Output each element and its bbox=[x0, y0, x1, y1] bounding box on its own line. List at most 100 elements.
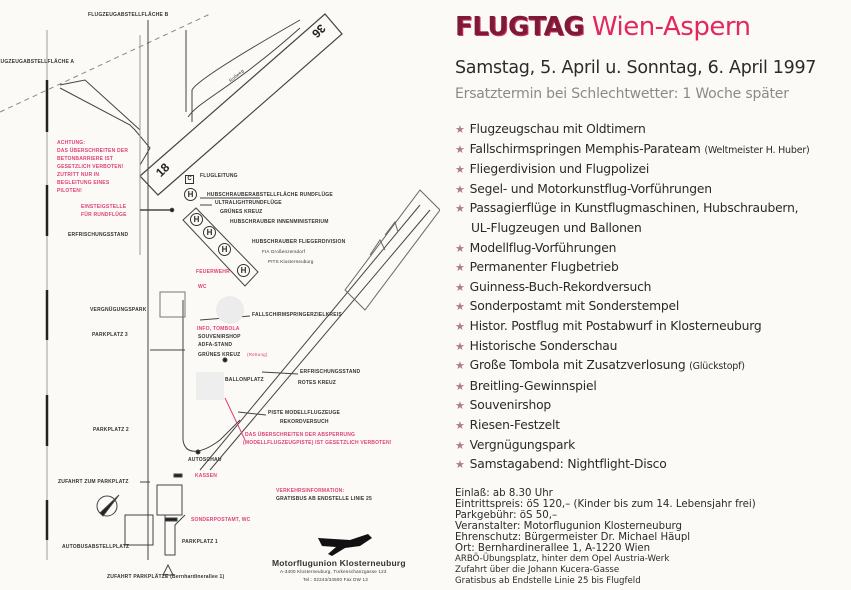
helipad-icon: H bbox=[190, 213, 203, 226]
helipad-icon: H bbox=[237, 264, 250, 277]
program-item-note: (Weltmeister H. Huber) bbox=[704, 144, 810, 156]
star-icon: ★ bbox=[455, 241, 465, 255]
map-label: ERFRISCHUNGSSTAND bbox=[68, 232, 129, 238]
map-label: FÜR RUNDFLÜGE bbox=[81, 212, 127, 218]
event-dates: Samstag, 5. April u. Sonntag, 6. April 1… bbox=[455, 58, 817, 78]
map-label: ZUFAHRT ZUM PARKPLATZ bbox=[58, 479, 129, 485]
program-item-text: Große Tombola mit Zusatzverlosung bbox=[469, 358, 686, 373]
map-label: AUTOSCHAU bbox=[188, 457, 222, 463]
star-icon: ★ bbox=[455, 399, 465, 413]
map-label: FALLSCHIRMSPRINGERZIELKREIS bbox=[252, 312, 342, 318]
map-label: VERGNÜGUNGSPARK bbox=[90, 307, 147, 313]
program-item: ★Flugzeugschau mit Oldtimern bbox=[455, 120, 810, 140]
program-item-text: Sonderpostamt mit Sonderstempel bbox=[469, 299, 680, 314]
program-item-text: Samstagabend: Nightflight-Disco bbox=[469, 457, 667, 472]
helipad-icon: H bbox=[218, 243, 231, 256]
logo-name: Motorflugunion Klosterneuburg bbox=[272, 558, 406, 568]
program-item: ★ Samstagabend: Nightflight-Disco bbox=[455, 455, 810, 475]
star-icon: ★ bbox=[455, 300, 465, 314]
map-label: ZUTRITT NUR IN bbox=[57, 172, 100, 178]
star-icon: ★ bbox=[455, 418, 465, 432]
tower-icon: C bbox=[185, 175, 194, 184]
map-label: INFO, TOMBOLA bbox=[197, 326, 240, 332]
star-icon: ★ bbox=[455, 319, 465, 333]
program-item: ★ Guinness-Buch-Rekordversuch bbox=[455, 278, 810, 298]
map-label: ROTES KREUZ bbox=[298, 380, 337, 386]
map-label: DAS ÜBERSCHREITEN DER ABSPERRUNG bbox=[245, 432, 356, 438]
map-label: BALLONPLATZ bbox=[225, 377, 264, 383]
program-item: ★Große Tombola mit Zusatzverlosung (Glüc… bbox=[455, 356, 810, 377]
map-label: FLUGZEUGABSTELLFLÄCHE B bbox=[88, 12, 169, 18]
star-icon: ★ bbox=[455, 359, 465, 373]
logo-address: A-3400 Klosterneuburg, Türkenschanzgasse… bbox=[280, 569, 387, 574]
program-item: ★ Vergnügungspark bbox=[455, 436, 810, 456]
program-item: ★ Passagierflüge in Kunstflugmaschinen, H… bbox=[455, 199, 810, 238]
map-label: PISTE MODELLFLUGZEUGE bbox=[268, 410, 340, 416]
map-label: GRÜNES KREUZ bbox=[198, 352, 241, 358]
map-label: PITS Klosterneuburg bbox=[268, 259, 314, 264]
program-item-text: Segel- und Motorkunstflug-Vorführungen bbox=[469, 181, 712, 196]
map-label: HUBSCHRAUBER FLIEGERDIVISION bbox=[252, 239, 346, 245]
helipad-icon: H bbox=[203, 226, 216, 239]
program-item: ★ Sonderpostamt mit Sonderstempel bbox=[455, 297, 810, 317]
airfield-map: 36 18 H H H H H C FLUGZEUGABSTELLFLÄCHE … bbox=[0, 12, 440, 582]
program-item: ★ Histor. Postflug mit Postabwurf in Klos… bbox=[455, 317, 810, 337]
program-item-text: Histor. Postflug mit Postabwurf in Klost… bbox=[469, 318, 762, 333]
program-item-text: Riesen-Festzelt bbox=[469, 417, 560, 432]
program-item-continuation: UL-Flugzeugen und Ballonen bbox=[471, 220, 642, 235]
map-label: KASSEN bbox=[195, 473, 218, 479]
map-label: DAS ÜBERSCHREITEN DER bbox=[57, 148, 129, 154]
star-icon: ★ bbox=[455, 261, 465, 275]
map-label: SONDERPOSTAMT, WC bbox=[191, 517, 251, 523]
logo-phone: Tel.: 02243/34500 Fax DW 13 bbox=[303, 577, 368, 582]
info-line: Einlaß: ab 8.30 Uhr bbox=[455, 488, 553, 499]
program-item-text: Flugzeugschau mit Oldtimern bbox=[469, 122, 646, 136]
map-label: PILOTEN! bbox=[57, 188, 82, 194]
info-line: Ort: Bernhardinerallee 1, A-1220 Wien bbox=[455, 543, 651, 554]
program-list: ★Flugzeugschau mit Oldtimern★Fallschirms… bbox=[455, 120, 810, 475]
map-label: FLUGLEITUNG bbox=[200, 173, 238, 179]
program-item-text: Passagierflüge in Kunstflugmaschinen, Hu… bbox=[469, 201, 799, 216]
star-icon: ★ bbox=[455, 142, 465, 156]
map-label: ZUFAHRT PARKPLÄTZE (Bernhardinerallee 1) bbox=[107, 574, 225, 580]
info-line: Gratisbus ab Endstelle Linie 25 bis Flug… bbox=[455, 576, 641, 586]
program-item-text: Permanenter Flugbetrieb bbox=[469, 260, 619, 275]
star-icon: ★ bbox=[455, 458, 465, 472]
title-flugtag: FLUGTAG bbox=[455, 12, 585, 42]
map-label: ADFA-STAND bbox=[198, 342, 233, 348]
map-label: PARKPLATZ 3 bbox=[92, 332, 128, 338]
program-item-text: Souvenirshop bbox=[469, 398, 552, 413]
program-item: ★Segel- und Motorkunstflug-Vorführungen bbox=[455, 180, 810, 200]
star-icon: ★ bbox=[455, 280, 465, 294]
program-item: ★ Riesen-Festzelt bbox=[455, 416, 810, 436]
map-label: (Rettung) bbox=[247, 352, 268, 357]
program-item: ★ Breitling-Gewinnspiel bbox=[455, 377, 810, 397]
map-label: PARKPLATZ 2 bbox=[93, 427, 129, 433]
program-item-text: Guinness-Buch-Rekordversuch bbox=[469, 279, 652, 294]
program-item: ★ Souvenirshop bbox=[455, 396, 810, 416]
map-label: GESETZLICH VERBOTEN! bbox=[57, 164, 124, 170]
title-location: Wien-Aspern bbox=[591, 12, 751, 42]
program-item: ★ Permanenter Flugbetrieb bbox=[455, 258, 810, 278]
program-item: ★Historische Sonderschau bbox=[455, 337, 810, 357]
star-icon: ★ bbox=[455, 438, 465, 452]
map-label: PARKPLATZ 1 bbox=[182, 539, 218, 545]
program-item-text: Breitling-Gewinnspiel bbox=[469, 378, 597, 393]
map-label: EINSTEIGSTELLE bbox=[81, 204, 127, 210]
info-block: Einlaß: ab 8.30 Uhr Eintrittspreis: öS 1… bbox=[455, 488, 756, 587]
program-item-text: Vergnügungspark bbox=[469, 437, 576, 452]
program-item-text: Historische Sonderschau bbox=[469, 338, 618, 353]
star-icon: ★ bbox=[455, 202, 465, 216]
info-line: Ehrenschutz: Bürgermeister Dr. Michael H… bbox=[455, 532, 691, 543]
program-item: ★Modellflug-Vorführungen bbox=[455, 239, 810, 259]
program-item-text: Fallschirmspringen Memphis-Parateam bbox=[469, 141, 701, 156]
program-item: ★ Fallschirmspringen Memphis-Parateam (We… bbox=[455, 140, 810, 161]
info-line: Eintrittspreis: öS 120,– (Kinder bis zum… bbox=[455, 499, 756, 510]
map-label: ACHTUNG: bbox=[57, 140, 86, 146]
map-label: SOUVENIRSHOP bbox=[198, 334, 241, 340]
star-icon: ★ bbox=[455, 379, 465, 393]
map-label: REKORDVERSUCH bbox=[280, 419, 329, 425]
rain-date: Ersatztermin bei Schlechtwetter: 1 Woche… bbox=[455, 86, 789, 102]
info-line: ARBÖ-Übungsplatz, hinter dem Opel Austri… bbox=[455, 554, 670, 564]
info-line: Zufahrt über die Johann Kucera-Gasse bbox=[455, 565, 620, 575]
